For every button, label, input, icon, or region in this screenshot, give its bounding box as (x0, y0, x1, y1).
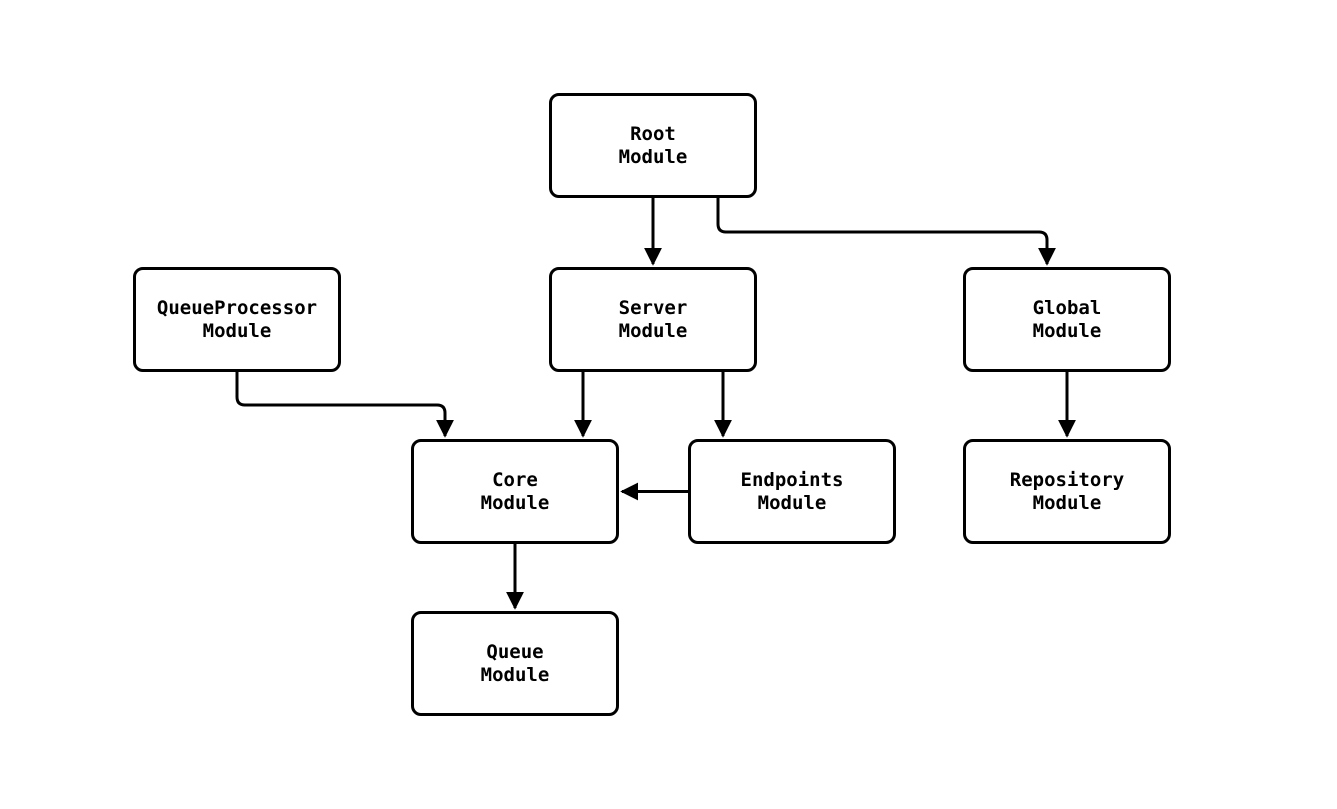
node-label-line: QueueProcessor (156, 296, 318, 319)
edge-queueprocessor-to-core (235, 372, 454, 438)
node-label-line: Module (480, 663, 550, 686)
node-label-line: Server (618, 296, 688, 319)
node-label-line: Module (480, 491, 550, 514)
node-label-line: Queue (486, 640, 544, 663)
node-label-line: Module (202, 319, 272, 342)
edge-group (235, 198, 1076, 610)
node-label-line: Module (1032, 319, 1102, 342)
node-label-line: Module (757, 491, 827, 514)
node-label-line: Module (618, 319, 688, 342)
node-label-line: Root (630, 122, 676, 145)
edge-root-to-global (716, 198, 1056, 266)
node-label-line: Global (1032, 296, 1102, 319)
node-label-line: Core (492, 468, 538, 491)
node-label-line: Endpoints (740, 468, 844, 491)
node-label-line: Module (1032, 491, 1102, 514)
node-label-line: Module (618, 145, 688, 168)
node-label-line: Repository (1009, 468, 1125, 491)
